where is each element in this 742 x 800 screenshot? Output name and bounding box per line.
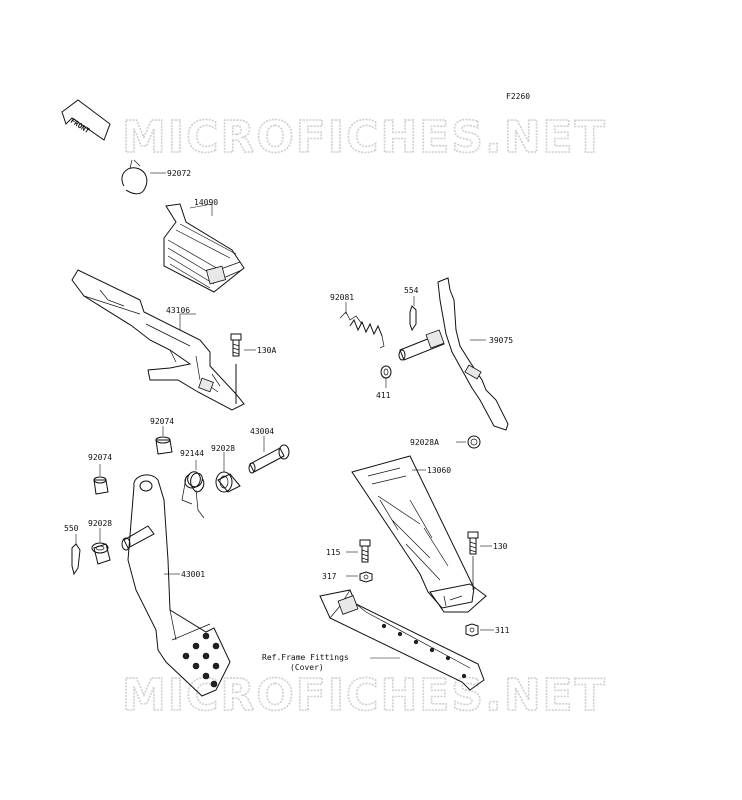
front-arrow-icon: FRONT: [61, 99, 111, 141]
bracket-13060: [351, 455, 487, 613]
cotter-pin-550: [71, 543, 81, 576]
label-130A: 130A: [257, 346, 276, 355]
label-43001: 43001: [181, 570, 205, 579]
label-311: 311: [495, 626, 510, 635]
label-13060: 13060: [427, 466, 451, 475]
pin-554: [409, 305, 417, 332]
pedal-43001: [121, 474, 231, 697]
label-130: 130: [493, 542, 508, 551]
label-92028-lower: 92028: [88, 519, 112, 528]
clamp-92072: [121, 159, 148, 195]
nut-311: [465, 623, 479, 637]
bolt-130A: [230, 333, 242, 357]
bolt-115: [359, 539, 371, 563]
cap-92074-upper: [155, 436, 173, 455]
bolt-130: [467, 531, 479, 590]
lever-43106: [71, 269, 245, 411]
bushing-92028-lower: [91, 542, 111, 565]
frame-fitting-cover: [319, 589, 485, 691]
label-43004: 43004: [250, 427, 274, 436]
watermark-top: MICROFICHES.NET: [122, 112, 607, 163]
label-115: 115: [326, 548, 341, 557]
shaft-39075: [398, 277, 509, 431]
label-92072: 92072: [167, 169, 191, 178]
label-92074-upper: 92074: [150, 417, 174, 426]
spring-92081: [339, 311, 385, 349]
bushing-92028-upper: [215, 471, 241, 493]
label-92074-lower: 92074: [88, 453, 112, 462]
washer-411: [380, 365, 392, 379]
bushing-92028A: [467, 435, 481, 449]
nut-317: [359, 571, 373, 583]
reference-note-line2: (Cover): [290, 663, 324, 672]
label-554: 554: [404, 286, 419, 295]
reference-note-line1: Ref.Frame Fittings: [262, 653, 349, 662]
label-14090: 14090: [194, 198, 218, 207]
watermark-bottom: MICROFICHES.NET: [122, 670, 607, 721]
label-92081: 92081: [330, 293, 354, 302]
label-550: 550: [64, 524, 79, 533]
cap-92074-lower: [93, 476, 109, 495]
spring-92144: [181, 471, 205, 519]
label-92028A: 92028A: [410, 438, 439, 447]
diagram-code: F2260: [506, 92, 530, 101]
label-317: 317: [322, 572, 337, 581]
label-92144: 92144: [180, 449, 204, 458]
label-43106: 43106: [166, 306, 190, 315]
label-411: 411: [376, 391, 391, 400]
label-92028-upper: 92028: [211, 444, 235, 453]
boot-14090: [163, 203, 245, 293]
pin-43004: [248, 444, 290, 474]
label-39075: 39075: [489, 336, 513, 345]
